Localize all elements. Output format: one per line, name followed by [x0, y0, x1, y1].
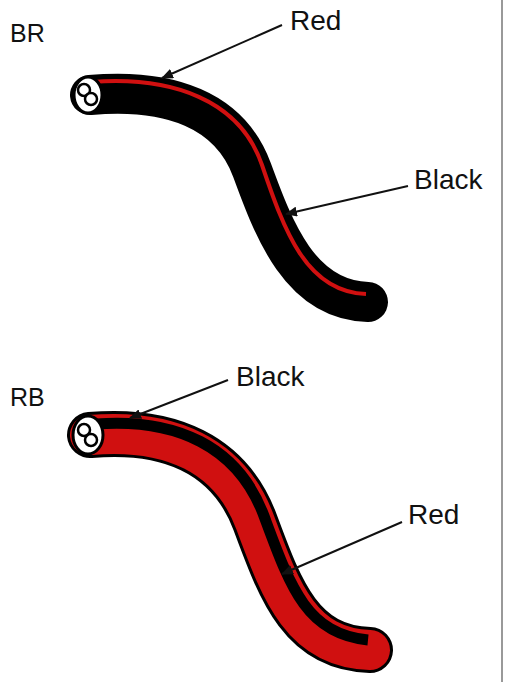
wire-code: BR: [10, 20, 45, 48]
base-color: Black: [414, 165, 482, 196]
red-black-wire: [73, 416, 370, 650]
wire-code: RB: [10, 384, 45, 412]
black-red-wire: [74, 77, 368, 302]
leader-arrows: [130, 25, 408, 574]
base-color: Red: [408, 500, 459, 531]
frame-edge: [501, 0, 503, 682]
stripe-color: Red: [290, 6, 341, 37]
stripe-color: Black: [236, 362, 304, 393]
